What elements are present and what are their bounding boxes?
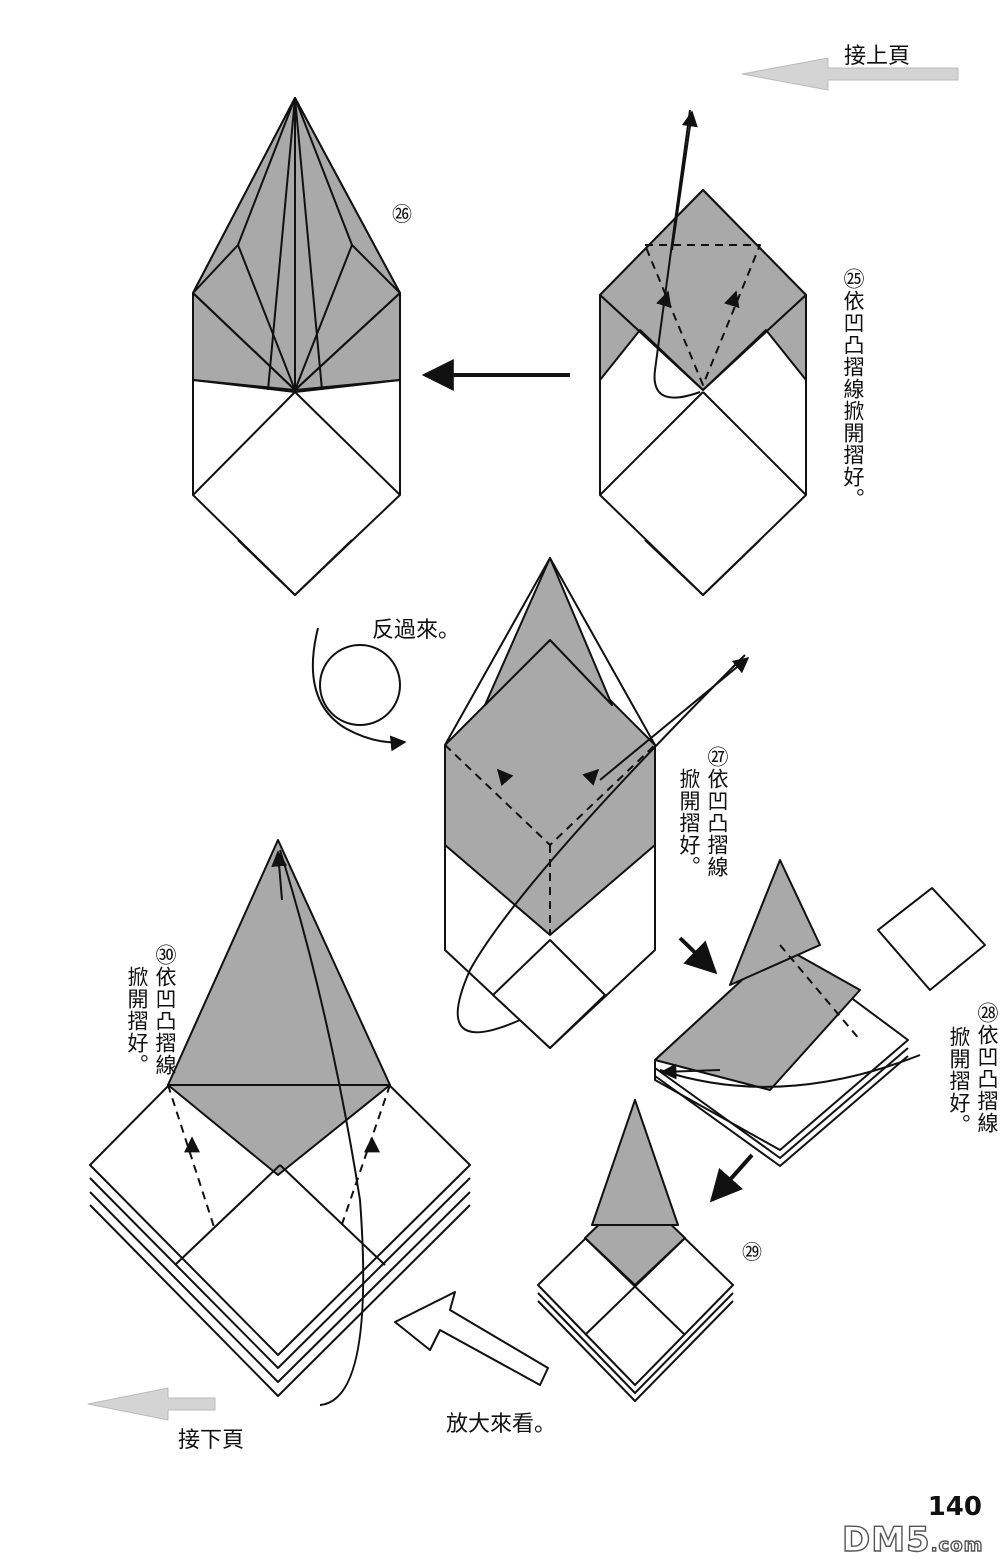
- step29-marker: ㉙: [742, 1240, 762, 1264]
- next-page-label: 接下頁: [178, 1428, 245, 1453]
- next-page-arrow-icon: [87, 1387, 216, 1421]
- step27-figure: [444, 557, 750, 1049]
- step26-figure: [192, 97, 401, 596]
- step-arrow-28-to-29: [709, 1153, 754, 1203]
- step27-instruction-line1: ㉗依凹凸摺線: [705, 746, 730, 878]
- flip-note: 反過來。: [372, 618, 461, 643]
- step28-figure: [654, 859, 986, 1167]
- zoom-note: 放大來看。: [446, 1412, 557, 1437]
- zoom-arrow-icon: [394, 1291, 549, 1386]
- page-number: 140: [927, 1492, 982, 1522]
- watermark-logo: DM5.com: [841, 1519, 984, 1560]
- step28-instruction-line1: ㉘依凹凸摺線: [975, 1002, 1000, 1134]
- step30-instruction-line1: ㉚依凹凸摺線: [153, 944, 178, 1076]
- step25-figure: [599, 109, 807, 596]
- step26-marker: ㉖: [392, 202, 412, 226]
- step30-figure: [89, 839, 471, 1406]
- flip-icon: [311, 627, 407, 752]
- prev-page-label: 接上頁: [844, 44, 911, 69]
- step28-instruction-line2: 掀開摺好。: [947, 1026, 972, 1136]
- step30-instruction-line2: 掀開摺好。: [125, 966, 150, 1076]
- step27-instruction-line2: 掀開摺好。: [677, 768, 702, 878]
- step29-figure: [537, 1099, 734, 1402]
- step25-instruction: ㉕依凹凸摺線掀開摺好。: [841, 268, 866, 510]
- step-arrow-27-to-28: [678, 936, 718, 975]
- prev-page-arrow-icon: [741, 57, 959, 91]
